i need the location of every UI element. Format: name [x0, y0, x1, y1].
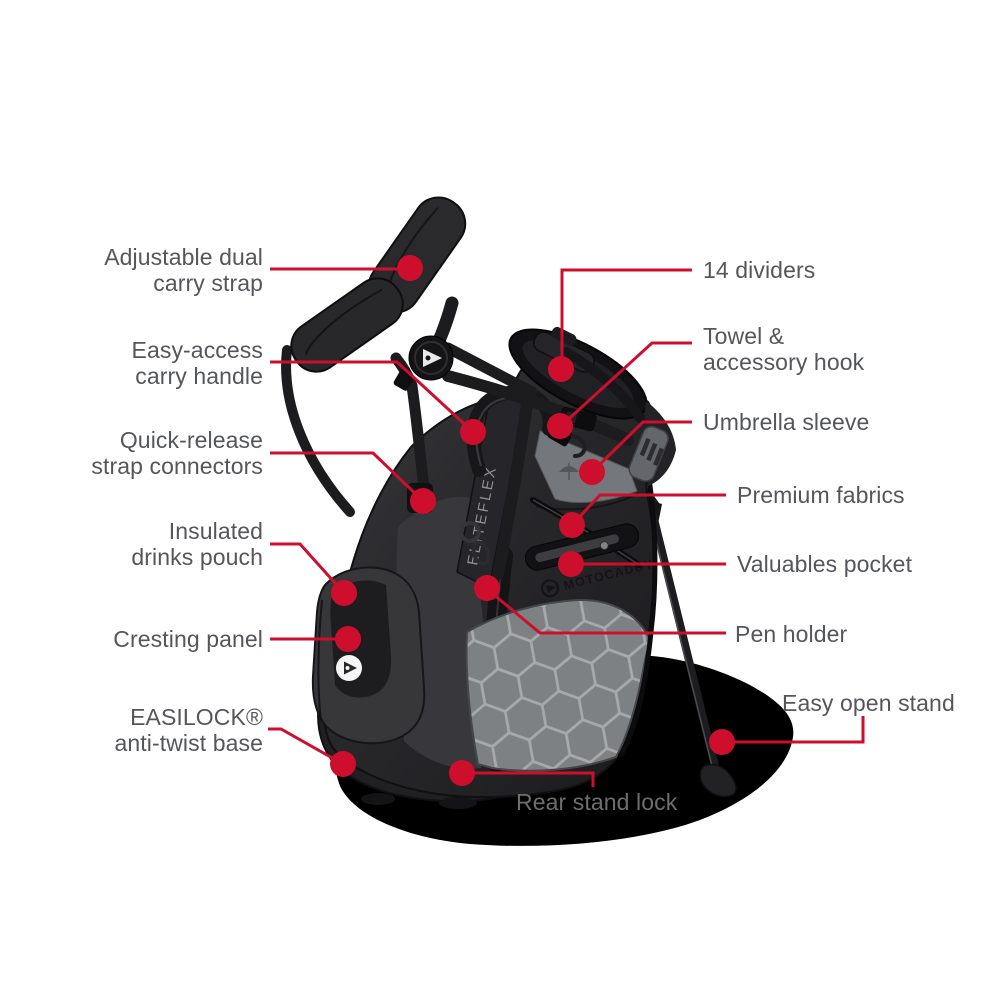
callout-dot: [460, 419, 486, 445]
callout-dot: [558, 551, 584, 577]
label-adjustable-dual-carry-strap: Adjustable dual carry strap: [104, 244, 263, 296]
callout-quick-release-strap-connectors: [270, 451, 436, 514]
label-rear-stand-lock: Rear stand lock: [516, 789, 678, 815]
callout-14-dividers: [548, 268, 692, 382]
label-14-dividers: 14 dividers: [703, 257, 816, 283]
callout-dot: [559, 512, 585, 538]
label-easy-access-carry-handle: Easy-access carry handle: [131, 337, 263, 389]
label-umbrella-sleeve: Umbrella sleeve: [703, 409, 870, 435]
callout-insulated-drinks-pouch: [270, 542, 357, 606]
callout-dot: [330, 751, 356, 777]
callout-towel-accessory-hook: [547, 341, 692, 439]
callout-dot: [397, 255, 423, 281]
callout-rear-stand-lock: [449, 760, 595, 787]
label-cresting-panel: Cresting panel: [113, 626, 263, 652]
label-towel-accessory-hook: Towel & accessory hook: [703, 323, 865, 375]
callout-dot: [335, 626, 361, 652]
label-premium-fabrics: Premium fabrics: [737, 482, 905, 508]
valuables-pocket-slot: [524, 523, 640, 571]
callout-umbrella-sleeve: [579, 420, 692, 485]
callout-pen-holder: [474, 575, 726, 635]
label-valuables-pocket: Valuables pocket: [737, 551, 913, 577]
label-easy-open-stand: Easy open stand: [782, 690, 955, 716]
label-pen-holder: Pen holder: [735, 621, 848, 647]
callout-adjustable-dual-carry-strap: [270, 255, 423, 281]
hex-quilted-panel: [465, 598, 652, 772]
callout-dot: [474, 575, 500, 601]
callout-valuables-pocket: [558, 551, 726, 577]
callout-dot: [449, 760, 475, 786]
umbrella-icon: [559, 463, 579, 480]
callout-easilock-anti-twist-base: [268, 727, 356, 777]
callout-cresting-panel: [270, 626, 361, 652]
callout-dot: [410, 488, 436, 514]
label-insulated-drinks-pouch: Insulated drinks pouch: [131, 518, 263, 570]
leg-grip: [628, 425, 669, 482]
callout-dot: [547, 413, 573, 439]
callout-premium-fabrics: [559, 493, 726, 538]
label-quick-release-strap-connectors: Quick-release strap connectors: [91, 427, 263, 479]
callout-dot: [331, 580, 357, 606]
label-easilock-anti-twist-base: EASILOCK® anti-twist base: [114, 704, 263, 756]
callout-easy-open-stand: [709, 716, 865, 755]
callout-dot: [709, 729, 735, 755]
callout-dot: [548, 356, 574, 382]
strap-hub-logo: [408, 335, 454, 381]
callout-easy-access-carry-handle: [270, 360, 486, 445]
callout-dot: [579, 459, 605, 485]
cresting-panel-logo: [336, 655, 362, 681]
stand-foot: [699, 763, 737, 798]
